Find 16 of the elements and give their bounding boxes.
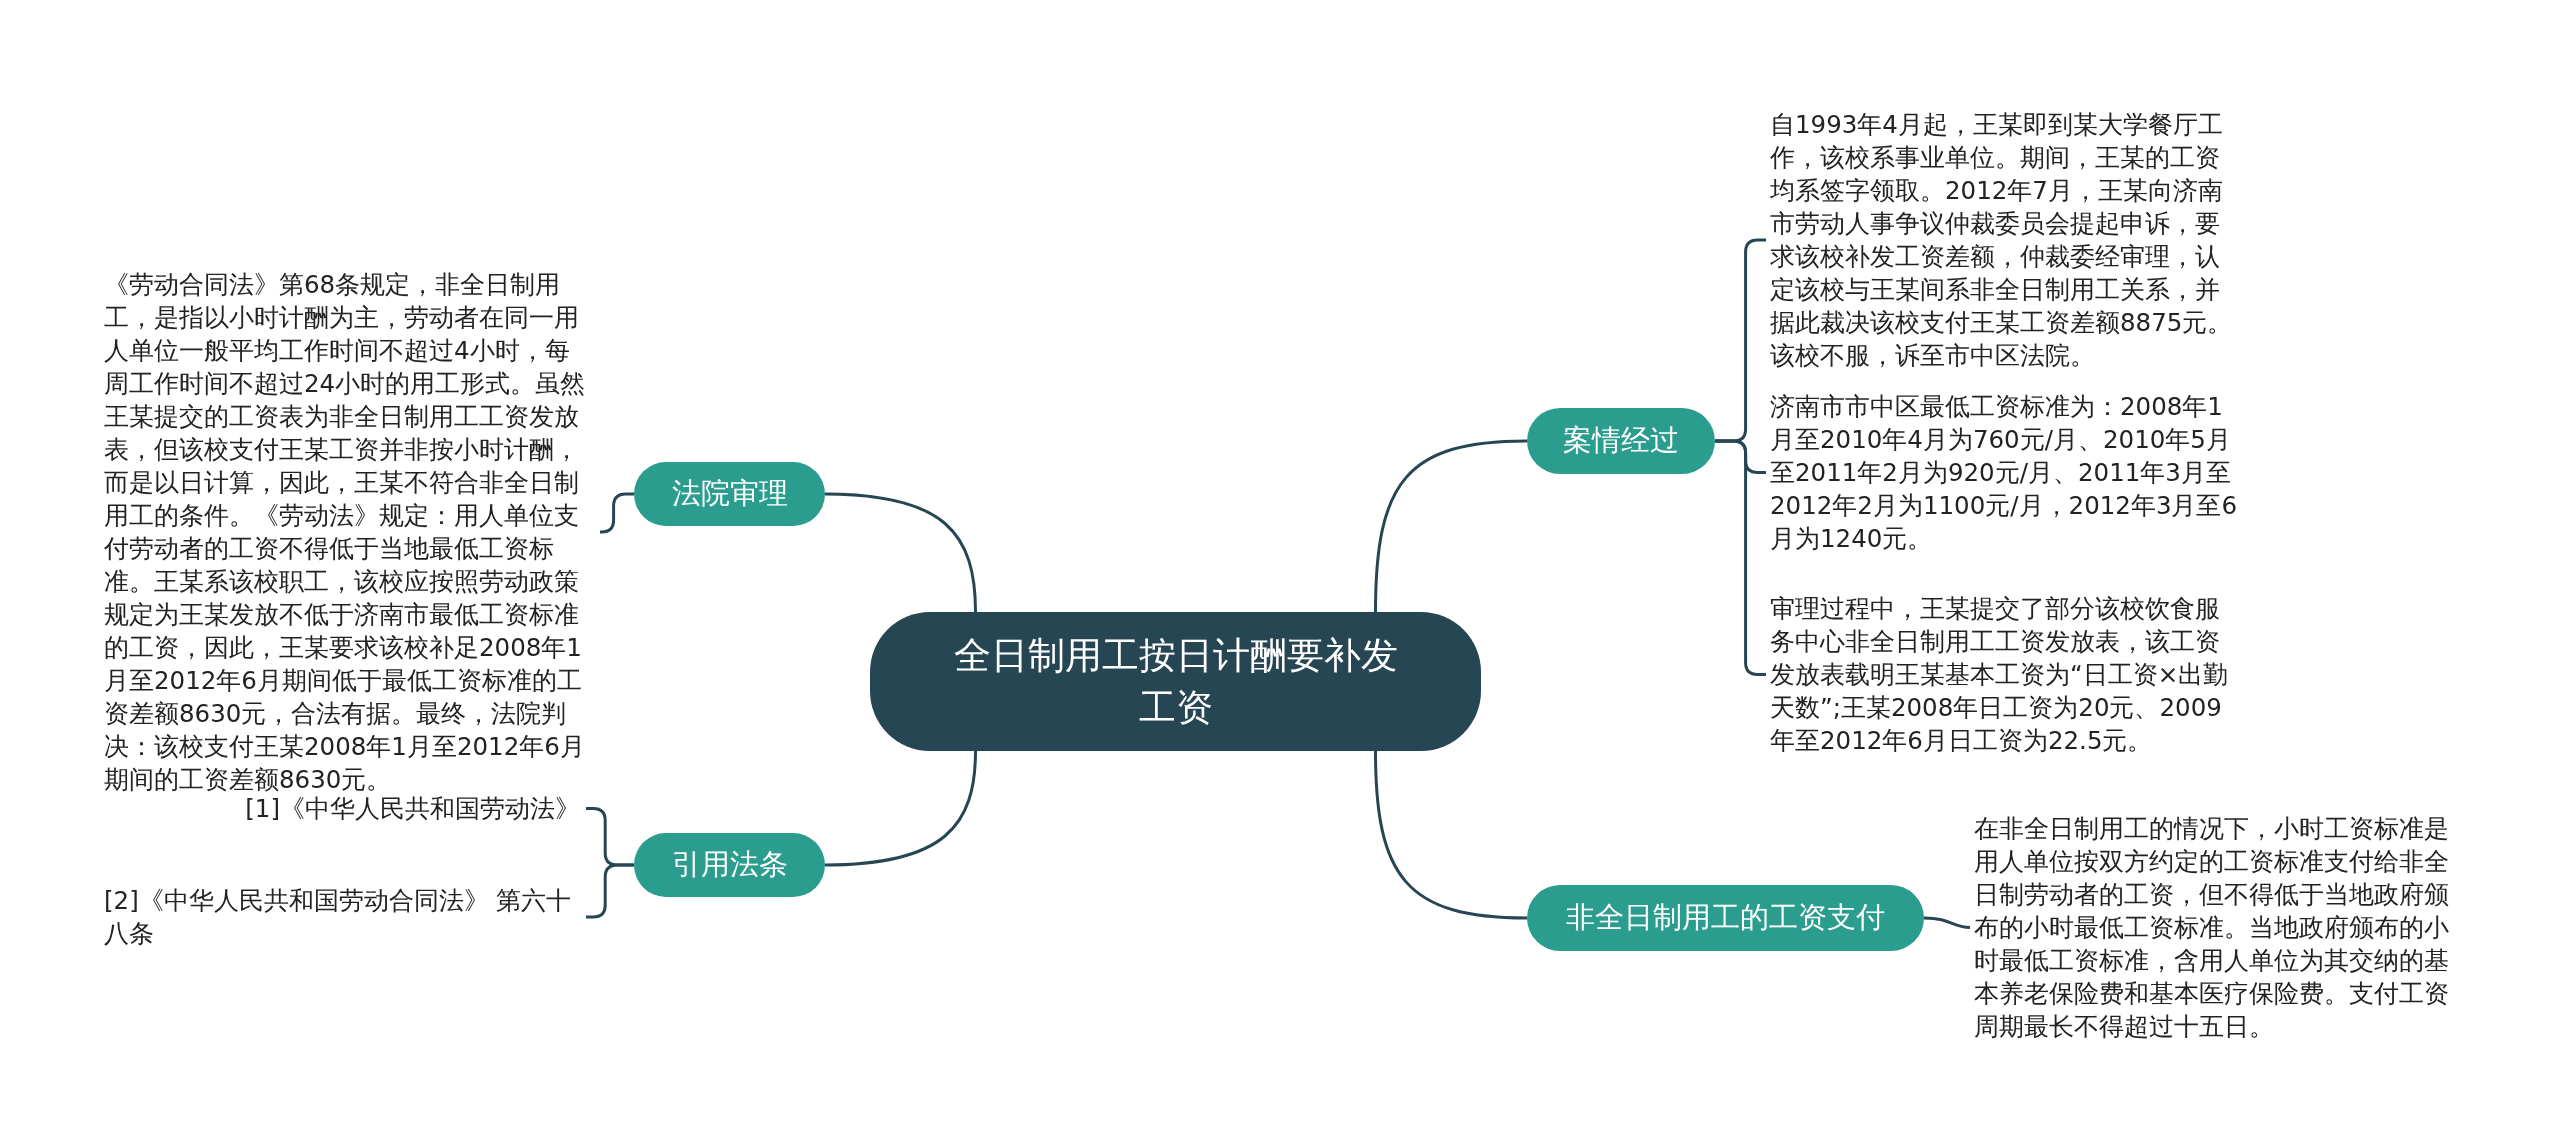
connector-line xyxy=(824,492,977,613)
topic-box: 法院审理 xyxy=(634,462,825,526)
topic-box: 非全日制用工的工资支付 xyxy=(1527,885,1924,951)
note-text: 济南市市中区最低工资标准为：2008年1月至2010年4月为760元/月、2010年5月至2011年2月为920元/月、2011年3月至2012年2月为1100元/月，2012年3月至6月为1240元。 xyxy=(1770,390,2240,555)
note-text: 自1993年4月起，王某即到某大学餐厅工作，该校系事业单位。期间，王某的工资均系签字领取。2012年7月，王某向济南市劳动人事争议仲裁委员会提起申诉，要求该校补发工资差额，仲裁委经审理，认定该校与王某间系非全日制用工关系，并据此裁决该校支付王某工资差额8875元。该校不服，诉至市中区法院。 xyxy=(1770,108,2240,372)
central-topic-box: 全日制用工按日计酬要补发工资 xyxy=(870,612,1481,751)
note-text: [2]《中华人民共和国劳动合同法》 第六十八条 xyxy=(104,884,580,950)
topic-box: 引用法条 xyxy=(634,833,825,897)
note-text: 审理过程中，王某提交了部分该校饮食服务中心非全日制用工工资发放表，该工资发放表载明王某基本工资为“日工资×出勤天数”;王某2008年日工资为20元、2009年至2012年6月日工资为22.5元。 xyxy=(1770,592,2240,757)
connector-line xyxy=(1923,916,1971,929)
connector-line xyxy=(824,750,977,867)
topic-box: 案情经过 xyxy=(1527,408,1715,474)
connector-line xyxy=(1374,439,1528,613)
note-text: 在非全日制用工的情况下，小时工资标准是用人单位按双方约定的工资标准支付给非全日制劳动者的工资，但不得低于当地政府颁布的小时最低工资标准。当地政府颁布的小时最低工资标准，含用人单位为其交纳的基本养老保险费和基本医疗保险费。支付工资周期最长不得超过十五日。 xyxy=(1974,812,2454,1043)
connector-line xyxy=(599,492,634,534)
connector-line xyxy=(1374,750,1528,920)
